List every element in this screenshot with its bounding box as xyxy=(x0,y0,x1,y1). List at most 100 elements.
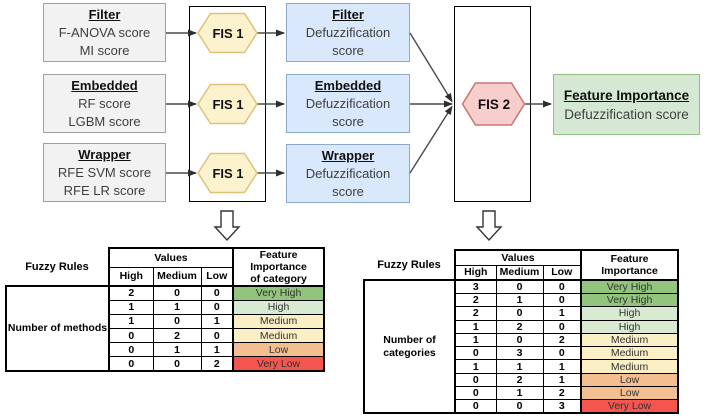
arrow-defuzz-to-fis2 xyxy=(409,32,453,103)
rule-value-cell: 3 xyxy=(454,279,497,294)
rule-value-cell: 2 xyxy=(454,292,497,308)
importance-cell: Medium xyxy=(580,332,680,348)
rule-value-cell: 0 xyxy=(495,306,544,321)
block-down-arrows xyxy=(213,210,503,242)
input-box-line: RFE SVM score xyxy=(57,164,152,180)
table-title: Fuzzy Rules xyxy=(377,258,441,271)
rule-value-cell: 0 xyxy=(152,284,202,301)
rule-value-cell: 0 xyxy=(108,328,154,344)
input-box-title: Embedded xyxy=(71,77,138,93)
rule-value-cell: 1 xyxy=(495,359,544,374)
group-label: Number of categories xyxy=(363,278,456,415)
rule-value-cell: 3 xyxy=(495,346,544,361)
rule-value-cell: 3 xyxy=(542,399,582,415)
rule-value-cell: 2 xyxy=(152,328,202,344)
defuzz-box-line: score xyxy=(332,113,364,129)
input-box-title: Wrapper xyxy=(78,146,131,162)
rule-value-cell: 0 xyxy=(152,313,202,330)
input-box-wrapper: Wrapper RFE SVM score RFE LR score xyxy=(43,143,166,202)
defuzz-box-embedded: Embedded Defuzzification score xyxy=(286,74,410,133)
col-header-low: Low xyxy=(542,264,582,281)
input-box-line: F-ANOVA score xyxy=(58,24,151,40)
fis2-hexagon xyxy=(461,82,526,126)
rule-value-cell: 0 xyxy=(108,356,154,373)
defuzz-box-line: Defuzzification xyxy=(305,24,391,40)
connector-layer xyxy=(166,12,552,242)
rule-value-cell: 0 xyxy=(495,332,544,348)
importance-cell: Very Low xyxy=(232,356,326,373)
importance-cell: High xyxy=(232,299,326,315)
values-header: Values xyxy=(107,247,235,268)
importance-cell: Medium xyxy=(580,359,680,374)
defuzz-box-line: Defuzzification xyxy=(305,165,391,181)
output-box-feature-importance: Feature Importance Defuzzification score xyxy=(553,74,700,135)
header-row: Fuzzy Rules Values Feature Importance xyxy=(364,249,680,281)
down-arrow-right xyxy=(475,210,503,242)
importance-cell: Low xyxy=(580,372,680,388)
input-box-title: Filter xyxy=(88,6,121,22)
input-box-filter: Filter F-ANOVA score MI score xyxy=(43,3,166,62)
importance-cell: Medium xyxy=(232,313,326,330)
rule-value-cell: 1 xyxy=(200,342,234,358)
rule-value-cell: 0 xyxy=(454,346,497,361)
fuzzy-rules-table-methods: Fuzzy Rules Values Feature Importance of… xyxy=(5,247,326,373)
importance-cell: Medium xyxy=(580,346,680,361)
rule-value-cell: 0 xyxy=(542,346,582,361)
rule-value-cell: 2 xyxy=(108,284,154,301)
defuzz-box-filter: Filter Defuzzification score xyxy=(286,3,410,62)
col-header-medium: Medium xyxy=(152,266,202,287)
col-header-medium: Medium xyxy=(495,264,544,281)
fis2-label: FIS 2 xyxy=(477,97,511,112)
importance-header: Feature Importance xyxy=(580,249,680,281)
fis1-hexagon xyxy=(197,12,258,54)
fis1-hexagon xyxy=(197,152,258,194)
input-box-embedded: Embedded RF score LGBM score xyxy=(43,74,166,133)
fis1-label: FIS 1 xyxy=(212,166,244,181)
rule-value-cell: 1 xyxy=(454,332,497,348)
importance-cell: Very High xyxy=(580,279,680,294)
importance-cell: High xyxy=(580,319,680,334)
rule-value-cell: 1 xyxy=(542,306,582,321)
rule-value-cell: 1 xyxy=(495,292,544,308)
rule-value-cell: 1 xyxy=(495,386,544,401)
input-box-line: LGBM score xyxy=(68,113,141,129)
rule-value-cell: 0 xyxy=(542,292,582,308)
importance-cell: Very High xyxy=(232,284,326,301)
importance-header: Feature Importance of category xyxy=(232,247,326,287)
defuzz-box-wrapper: Wrapper Defuzzification score xyxy=(286,144,410,203)
down-arrow-left xyxy=(213,210,241,242)
table-title: Fuzzy Rules xyxy=(25,260,89,273)
importance-cell: Very High xyxy=(580,292,680,308)
rule-value-cell: 2 xyxy=(542,386,582,401)
rule-value-cell: 1 xyxy=(542,359,582,374)
rule-value-cell: 0 xyxy=(108,342,154,358)
rule-value-cell: 0 xyxy=(495,399,544,415)
rule-value-cell: 0 xyxy=(454,386,497,401)
rule-value-cell: 0 xyxy=(200,299,234,315)
importance-cell: Medium xyxy=(232,328,326,344)
rule-value-cell: 1 xyxy=(152,299,202,315)
col-header-low: Low xyxy=(200,266,234,287)
rule-value-cell: 2 xyxy=(495,372,544,388)
importance-cell: Low xyxy=(580,386,680,401)
defuzz-box-title: Wrapper xyxy=(321,147,375,163)
defuzz-box-line: Defuzzification xyxy=(305,95,391,111)
rule-value-cell: 2 xyxy=(200,356,234,373)
fis1-label: FIS 1 xyxy=(212,26,244,41)
values-header: Values xyxy=(453,249,583,266)
rule-value-cell: 1 xyxy=(542,372,582,388)
col-header-high: High xyxy=(454,264,497,281)
header-row: Fuzzy Rules Values Feature Importance of… xyxy=(6,247,326,287)
input-box-line: RF score xyxy=(78,95,131,111)
rule-value-cell: 0 xyxy=(454,372,497,388)
output-box-title: Feature Importance xyxy=(563,87,690,103)
rule-value-cell: 0 xyxy=(454,399,497,415)
